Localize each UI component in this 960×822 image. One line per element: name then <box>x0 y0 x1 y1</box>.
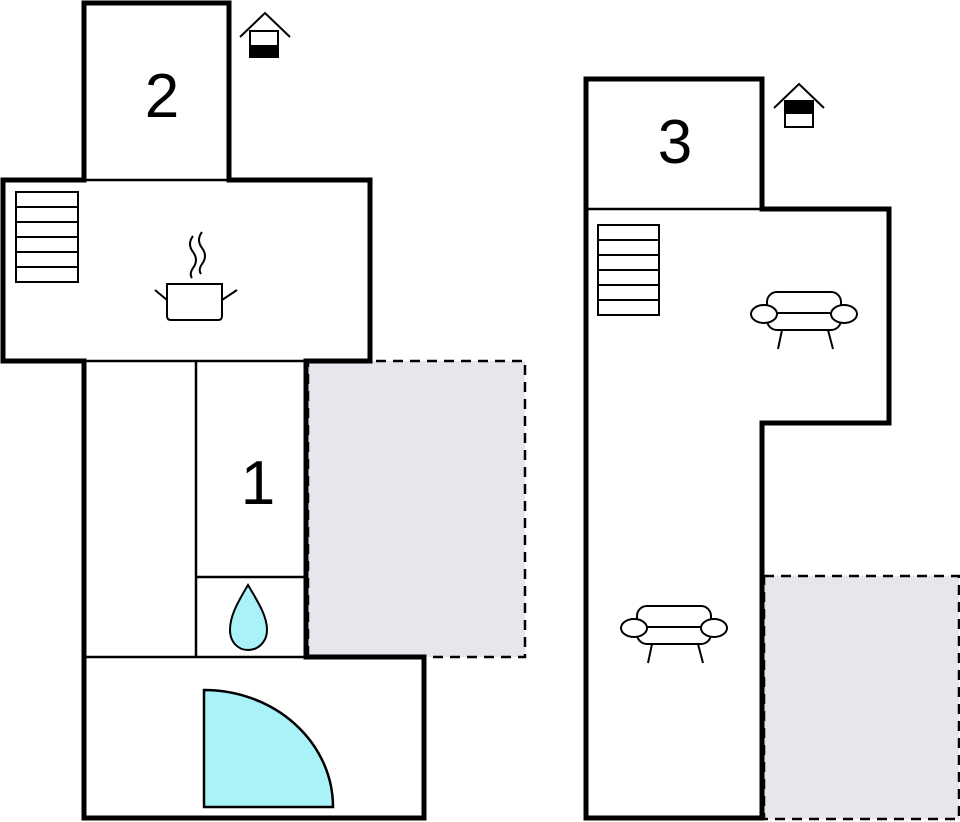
sofa-icon <box>750 291 858 350</box>
stairs-icon <box>15 191 79 283</box>
outer-wall-left <box>0 0 427 821</box>
outer-wall-right <box>583 76 892 821</box>
stairs-icon <box>597 224 660 316</box>
shower-icon <box>202 688 335 809</box>
cooking-pot-icon <box>154 231 238 321</box>
terrace-left <box>306 359 527 659</box>
building-left: 2 1 <box>0 0 527 821</box>
building-right: 3 <box>583 76 960 821</box>
floor-level-icon <box>239 11 291 58</box>
room-label-1: 1 <box>241 449 275 518</box>
sofa-icon <box>620 605 728 664</box>
terrace-right <box>762 574 960 821</box>
room-label-2: 2 <box>145 62 179 131</box>
water-drop-icon <box>228 583 269 652</box>
room-label-3: 3 <box>658 108 692 177</box>
floor-level-icon <box>773 82 825 128</box>
